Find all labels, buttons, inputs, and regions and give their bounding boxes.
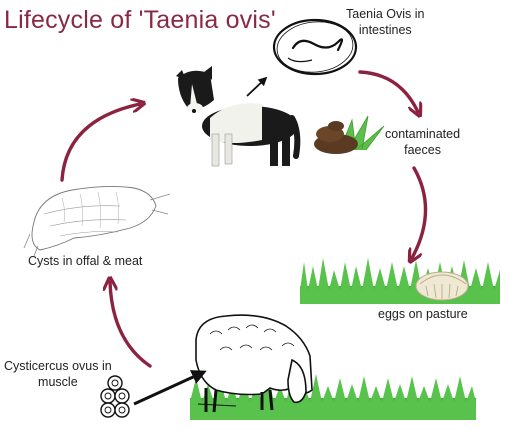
tapeworm-illustration xyxy=(274,18,356,76)
carcass-illustration xyxy=(24,186,170,256)
worm-to-faeces-arrow xyxy=(360,72,418,112)
sheep-illustration xyxy=(190,315,476,420)
dog-illustration xyxy=(176,66,298,166)
faeces-illustration xyxy=(314,116,384,154)
offal-to-dog-arrow xyxy=(62,104,140,180)
faeces-to-pasture-arrow xyxy=(412,168,426,258)
label-offal: Cysts in offal & meat xyxy=(28,253,142,269)
label-pasture: eggs on pasture xyxy=(378,306,468,322)
pasture-illustration xyxy=(300,258,500,304)
sheep-to-offal-arrow xyxy=(110,282,150,366)
dog-to-worm-arrow xyxy=(247,78,266,96)
